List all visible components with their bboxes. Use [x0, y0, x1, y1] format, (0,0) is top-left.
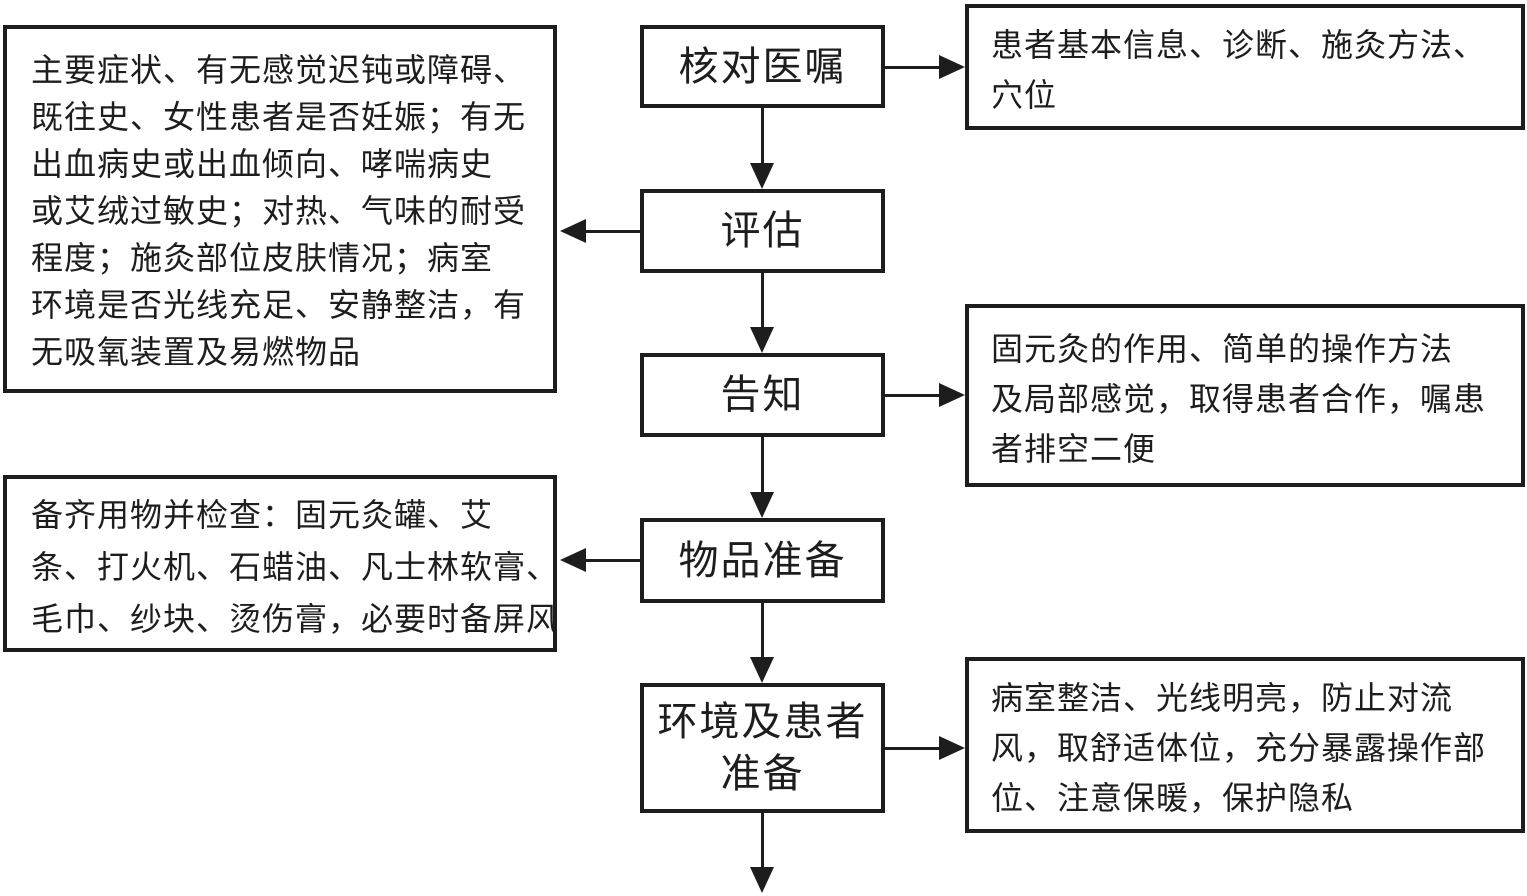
note-items-checklist: 备齐用物并检查：固元灸罐、艾 条、打火机、石蜡油、凡士林软膏、 毛巾、纱块、烫伤…	[3, 475, 560, 652]
arrowhead-down-icon	[750, 657, 774, 683]
arrow-environment-to-next	[749, 813, 775, 893]
note-line: 或艾绒过敏史；对热、气味的耐受	[31, 192, 527, 230]
arrow-shaft	[760, 603, 764, 661]
arrow-shaft	[582, 558, 640, 562]
arrowhead-left-icon	[560, 548, 586, 572]
note-line: 环境是否光线充足、安静整洁，有	[31, 286, 527, 324]
arrowhead-down-icon	[750, 163, 774, 189]
note-line: 病室整洁、光线明亮，防止对流	[991, 679, 1454, 717]
step-prepare-environment-patient: 环境及患者 准备	[640, 683, 885, 813]
note-line: 无吸氧装置及易燃物品	[31, 333, 362, 371]
arrow-shaft	[885, 746, 943, 750]
arrowhead-down-icon	[750, 327, 774, 353]
arrow-shaft	[582, 229, 640, 233]
arrow-assess-to-assessment-details	[560, 218, 640, 244]
arrow-prepare-items-to-environment	[749, 603, 775, 683]
note-line: 条、打火机、石蜡油、凡士林软膏、	[31, 548, 560, 586]
arrowhead-left-icon	[560, 219, 586, 243]
arrow-check-order-to-order-details	[885, 54, 965, 80]
step-check-order: 核对医嘱	[640, 25, 885, 108]
note-line: 位、注意保暖，保护隐私	[991, 779, 1355, 817]
note-line: 主要症状、有无感觉迟钝或障碍、	[31, 51, 527, 89]
arrow-shaft	[885, 65, 943, 69]
note-line: 风，取舒适体位，充分暴露操作部	[991, 729, 1487, 767]
step-prepare-items: 物品准备	[640, 518, 885, 603]
note-line: 出血病史或出血倾向、哮喘病史	[31, 145, 494, 183]
arrow-check-order-to-assess	[749, 108, 775, 189]
step-label: 告知	[720, 372, 805, 418]
arrow-prepare-items-to-items-checklist	[560, 547, 640, 573]
arrow-shaft	[760, 437, 764, 496]
note-line: 既往史、女性患者是否妊娠；有无	[31, 98, 527, 136]
note-line: 患者基本信息、诊断、施灸方法、	[991, 26, 1487, 64]
note-line: 者排空二便	[991, 430, 1157, 468]
arrow-shaft	[760, 108, 764, 167]
step-label-line: 准备	[720, 751, 805, 797]
arrowhead-right-icon	[939, 383, 965, 407]
step-label: 评估	[720, 208, 805, 254]
note-line: 固元灸的作用、简单的操作方法	[991, 330, 1454, 368]
note-order-details: 患者基本信息、诊断、施灸方法、 穴位	[965, 4, 1525, 130]
arrow-shaft	[760, 273, 764, 331]
note-line: 及局部感觉，取得患者合作，嘱患	[991, 380, 1487, 418]
arrow-environment-to-environment-details	[885, 735, 965, 761]
arrowhead-down-icon	[750, 492, 774, 518]
step-label-line: 环境及患者	[657, 699, 868, 745]
note-environment-details: 病室整洁、光线明亮，防止对流 风，取舒适体位，充分暴露操作部 位、注意保暖，保护…	[965, 657, 1525, 833]
note-line: 备齐用物并检查：固元灸罐、艾	[31, 496, 494, 534]
note-inform-details: 固元灸的作用、简单的操作方法 及局部感觉，取得患者合作，嘱患 者排空二便	[965, 304, 1525, 487]
arrow-shaft	[760, 813, 764, 871]
note-line: 穴位	[991, 76, 1058, 114]
note-assessment-details: 主要症状、有无感觉迟钝或障碍、 既往史、女性患者是否妊娠；有无 出血病史或出血倾…	[3, 25, 557, 393]
arrowhead-down-icon	[750, 867, 774, 893]
step-inform: 告知	[640, 353, 885, 437]
arrow-inform-to-inform-details	[885, 382, 965, 408]
note-line: 程度；施灸部位皮肤情况；病室	[31, 239, 494, 277]
note-line: 毛巾、纱块、烫伤膏，必要时备屏风	[31, 600, 560, 638]
arrow-shaft	[885, 393, 943, 397]
arrow-inform-to-prepare-items	[749, 437, 775, 518]
arrow-assess-to-inform	[749, 273, 775, 353]
arrowhead-right-icon	[939, 736, 965, 760]
step-assess: 评估	[640, 189, 885, 273]
step-label: 核对医嘱	[678, 43, 847, 90]
step-label: 物品准备	[678, 537, 847, 584]
arrowhead-right-icon	[939, 55, 965, 79]
